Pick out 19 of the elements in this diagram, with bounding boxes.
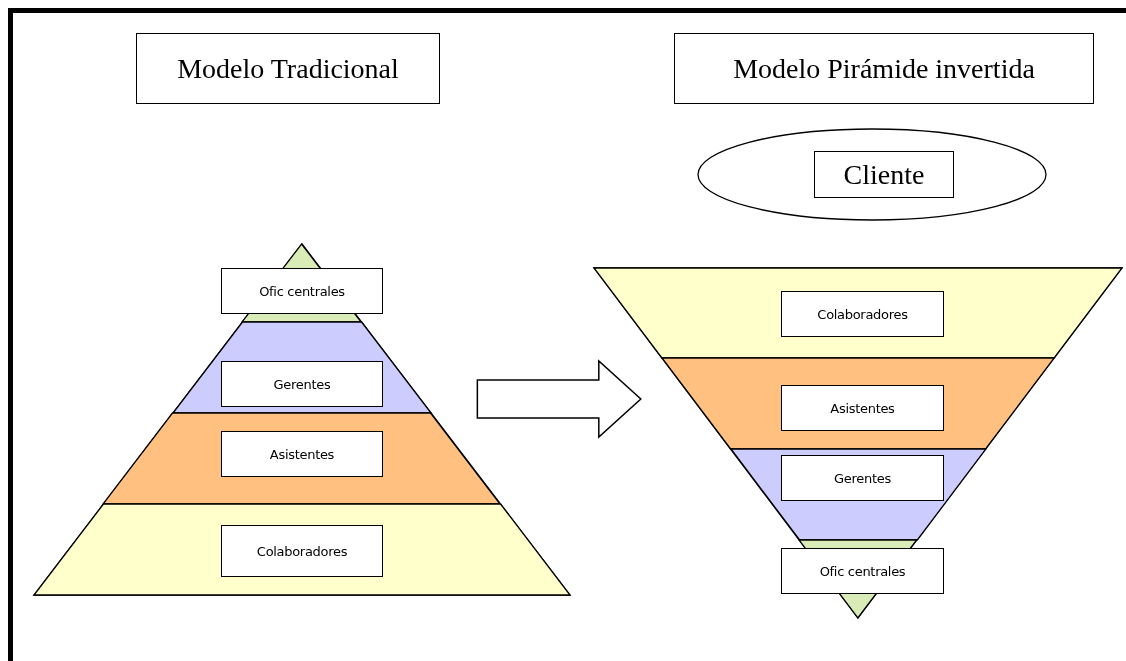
pyramid-diagram xyxy=(34,244,570,595)
label-box: Asistentes xyxy=(221,431,383,477)
pyramid-diagram xyxy=(594,268,1122,618)
title-box: Modelo Pirámide invertida xyxy=(674,33,1094,104)
pyramid-band xyxy=(34,504,570,595)
pyramid-band xyxy=(730,449,986,540)
label-box: Colaboradores xyxy=(221,525,383,577)
label-box: Colaboradores xyxy=(781,291,944,337)
pyramid-band xyxy=(103,413,501,504)
pyramid-band xyxy=(661,358,1055,449)
label-box: Asistentes xyxy=(781,385,944,431)
title-box: Modelo Tradicional xyxy=(136,33,440,104)
label-box: Gerentes xyxy=(221,361,383,407)
pyramid-band xyxy=(594,268,1122,358)
pyramid-band xyxy=(172,322,431,413)
label-box: Cliente xyxy=(814,151,954,198)
block-arrow xyxy=(476,359,642,439)
client-ellipse xyxy=(697,128,1047,221)
label-box: Gerentes xyxy=(781,455,944,501)
